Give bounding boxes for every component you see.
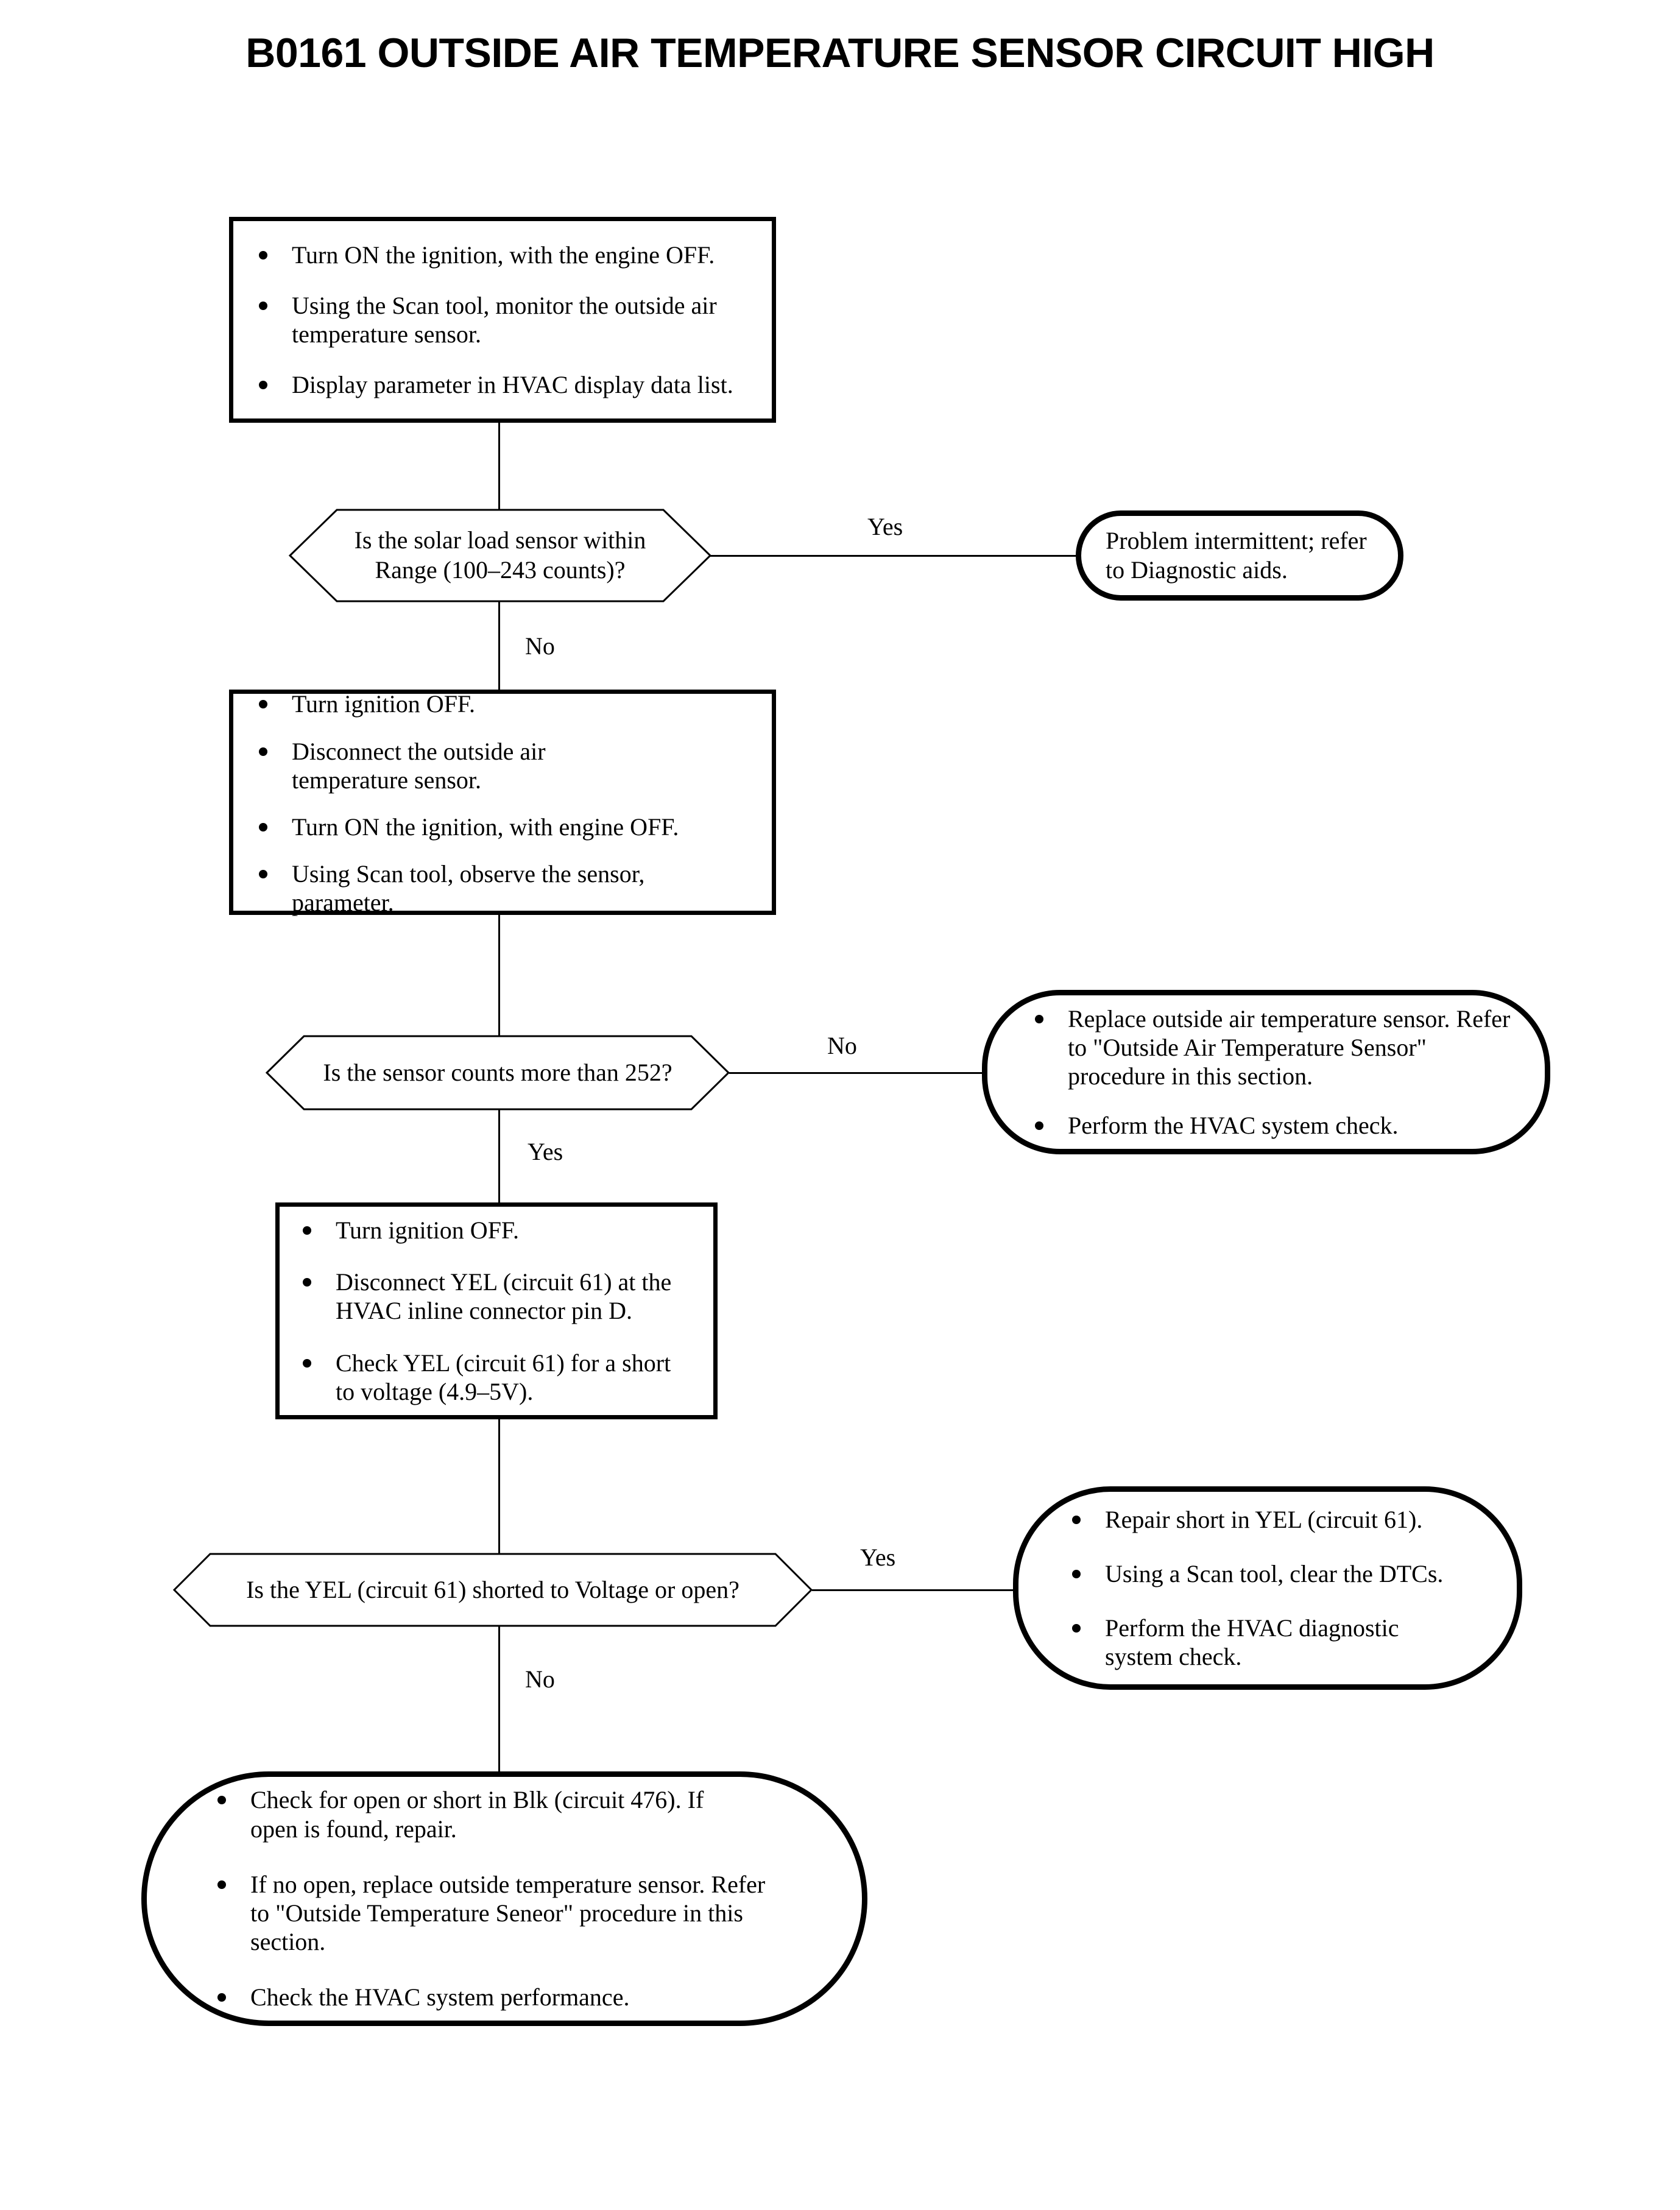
- edge-label-no-2: No: [827, 1032, 857, 1059]
- bullet-text: Check for open or short in Blk (circuit …: [250, 1786, 704, 1843]
- edge-label-no-3: No: [525, 1665, 555, 1693]
- bullet-text: Display parameter in HVAC display data l…: [292, 371, 733, 399]
- bullet-text: Using the Scan tool, monitor the outside…: [292, 291, 717, 348]
- list-item: Using a Scan tool, clear the DTCs.: [1067, 1559, 1486, 1588]
- repair-short-bullet-list: Repair short in YEL (circuit 61). Using …: [1067, 1505, 1486, 1672]
- bullet-dot-icon: [303, 1358, 311, 1368]
- connector-step3-to-decision3: [498, 1419, 500, 1553]
- list-item: Disconnect the outside air temperature s…: [254, 737, 578, 794]
- list-item: Check YEL (circuit 61) for a short to vo…: [298, 1349, 695, 1406]
- solar-load-sensor-range-decision: Is the solar load sensor within Range (1…: [288, 509, 712, 602]
- initial-check-bullet-list: Turn ON the ignition, with the engine OF…: [254, 241, 751, 400]
- list-item: Replace outside air temperature sensor. …: [1030, 1004, 1511, 1091]
- bullet-text: Turn ignition OFF.: [336, 1216, 519, 1244]
- page-title: B0161 OUTSIDE AIR TEMPERATURE SENSOR CIR…: [245, 30, 1435, 76]
- list-item: Using the Scan tool, monitor the outside…: [254, 291, 751, 348]
- bullet-dot-icon: [1072, 1624, 1081, 1633]
- bullet-dot-icon: [217, 1796, 226, 1805]
- initial-check-box: Turn ON the ignition, with the engine OF…: [229, 217, 776, 423]
- hexagon-shape: [172, 1553, 813, 1627]
- list-item: Perform the HVAC system check.: [1030, 1111, 1511, 1140]
- edge-label-no-1: No: [525, 632, 555, 660]
- edge-label-yes-2: Yes: [528, 1138, 563, 1165]
- list-item: If no open, replace outside temperature …: [213, 1870, 786, 1957]
- bullet-text: Turn ignition OFF.: [292, 690, 475, 718]
- bullet-dot-icon: [259, 301, 267, 310]
- bullet-dot-icon: [1072, 1515, 1081, 1524]
- bullet-text: Using Scan tool, observe the sensor, par…: [292, 860, 645, 917]
- list-item: Perform the HVAC diagnostic system check…: [1067, 1614, 1446, 1671]
- bullet-dot-icon: [259, 747, 267, 756]
- list-item: Turn ON the ignition, with the engine OF…: [254, 241, 751, 269]
- check-blk-bullet-list: Check for open or short in Blk (circuit …: [213, 1785, 819, 2011]
- bullet-text: Turn ON the ignition, with engine OFF.: [292, 813, 679, 841]
- connector-decision2-yes: [498, 1110, 500, 1202]
- repair-short-terminator: Repair short in YEL (circuit 61). Using …: [1013, 1486, 1522, 1690]
- bullet-dot-icon: [303, 1278, 311, 1287]
- bullet-text: Using a Scan tool, clear the DTCs.: [1105, 1559, 1444, 1587]
- bullet-dot-icon: [259, 250, 267, 259]
- problem-intermittent-text: Problem intermittent; refer to Diagnosti…: [1106, 526, 1374, 585]
- connector-step1-to-decision1: [498, 423, 500, 513]
- bullet-text: If no open, replace outside temperature …: [250, 1870, 766, 1956]
- bullet-text: Perform the HVAC system check.: [1068, 1112, 1399, 1140]
- check-yel-circuit-box: Turn ignition OFF. Disconnect YEL (circu…: [275, 1202, 718, 1419]
- list-item: Turn ignition OFF.: [298, 1216, 695, 1244]
- bullet-dot-icon: [259, 823, 267, 831]
- replace-sensor-bullet-list: Replace outside air temperature sensor. …: [1030, 1004, 1511, 1140]
- bullet-text: Check YEL (circuit 61) for a short to vo…: [336, 1349, 671, 1405]
- connector-decision3-no: [498, 1626, 500, 1771]
- result1-line1: Problem intermittent; refer: [1106, 527, 1367, 554]
- disconnect-sensor-bullet-list: Turn ignition OFF. Disconnect the outsid…: [254, 690, 751, 917]
- check-yel-bullet-list: Turn ignition OFF. Disconnect YEL (circu…: [298, 1216, 695, 1406]
- bullet-text: Check the HVAC system performance.: [250, 1983, 630, 2011]
- result1-line2: to Diagnostic aids.: [1106, 556, 1288, 584]
- yel-shorted-decision: Is the YEL (circuit 61) shorted to Volta…: [172, 1553, 813, 1627]
- list-item: Turn ON the ignition, with engine OFF.: [254, 813, 751, 841]
- list-item: Check the HVAC system performance.: [213, 1983, 819, 2011]
- bullet-dot-icon: [1035, 1014, 1043, 1023]
- bullet-dot-icon: [1072, 1569, 1081, 1578]
- edge-label-yes-3: Yes: [860, 1544, 896, 1571]
- connector-decision1-yes: [710, 555, 1076, 557]
- replace-sensor-terminator: Replace outside air temperature sensor. …: [982, 990, 1550, 1154]
- sensor-counts-decision: Is the sensor counts more than 252?: [265, 1035, 730, 1110]
- edge-label-yes-1: Yes: [867, 513, 903, 540]
- list-item: Disconnect YEL (circuit 61) at the HVAC …: [298, 1268, 695, 1325]
- check-blk-circuit-terminator: Check for open or short in Blk (circuit …: [141, 1771, 867, 2026]
- bullet-dot-icon: [259, 700, 267, 709]
- bullet-text: Disconnect the outside air temperature s…: [292, 737, 546, 794]
- list-item: Using Scan tool, observe the sensor, par…: [254, 860, 751, 917]
- bullet-dot-icon: [259, 381, 267, 390]
- bullet-dot-icon: [217, 1993, 226, 2002]
- bullet-text: Disconnect YEL (circuit 61) at the HVAC …: [336, 1268, 672, 1325]
- hexagon-shape: [288, 509, 712, 602]
- disconnect-sensor-box: Turn ignition OFF. Disconnect the outsid…: [229, 690, 776, 917]
- bullet-dot-icon: [1035, 1121, 1043, 1131]
- bullet-dot-icon: [303, 1226, 311, 1235]
- connector-step2-to-decision2: [498, 915, 500, 1036]
- bullet-text: Perform the HVAC diagnostic system check…: [1105, 1614, 1399, 1671]
- list-item: Turn ignition OFF.: [254, 690, 751, 718]
- connector-decision3-yes: [812, 1589, 1023, 1591]
- bullet-text: Replace outside air temperature sensor. …: [1068, 1004, 1511, 1090]
- problem-intermittent-terminator: Problem intermittent; refer to Diagnosti…: [1076, 510, 1403, 601]
- connector-decision1-no: [498, 602, 500, 690]
- list-item: Display parameter in HVAC display data l…: [254, 370, 751, 399]
- bullet-dot-icon: [217, 1880, 226, 1889]
- connector-decision2-no: [729, 1072, 992, 1074]
- bullet-dot-icon: [259, 870, 267, 879]
- bullet-text: Turn ON the ignition, with the engine OF…: [292, 241, 715, 269]
- list-item: Check for open or short in Blk (circuit …: [213, 1785, 750, 1843]
- bullet-text: Repair short in YEL (circuit 61).: [1105, 1505, 1423, 1533]
- hexagon-shape: [265, 1035, 730, 1110]
- list-item: Repair short in YEL (circuit 61).: [1067, 1505, 1486, 1534]
